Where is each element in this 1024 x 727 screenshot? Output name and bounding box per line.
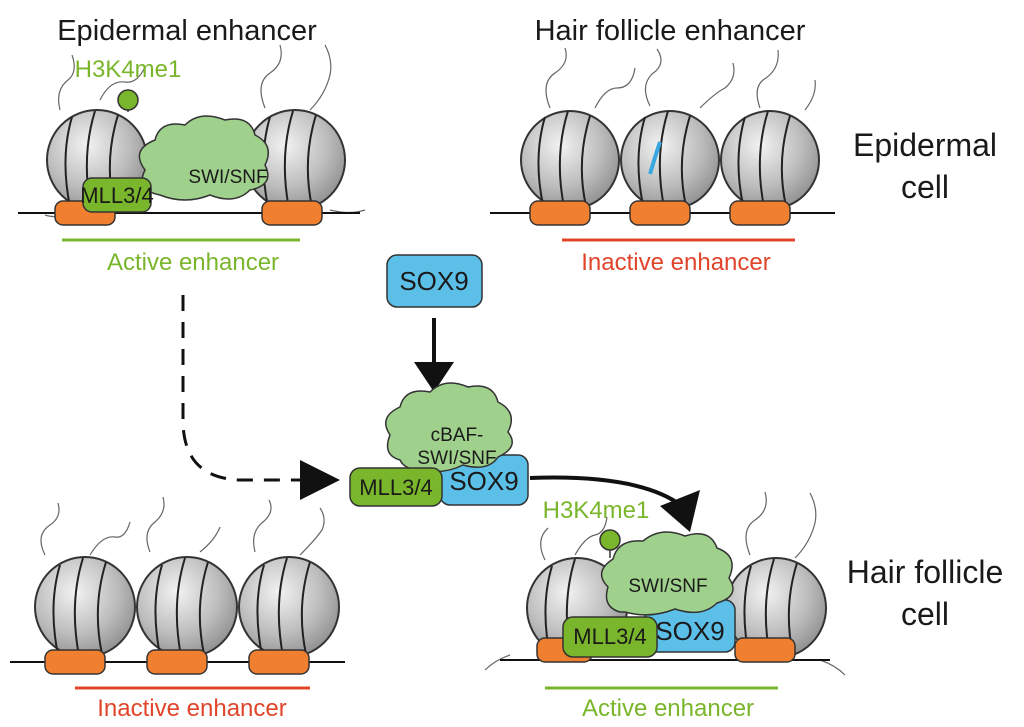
top-left-chromatin: H3K4me1 SWI/SNF MLL3/4 Active enhancer [18,44,366,276]
middle-complex: SOX9 cBAF- SWI/SNF MLL3/4 [349,382,529,507]
mll-mid [349,467,443,507]
cbaf-swi-snf-complex [385,382,513,473]
mll-mid-label: MLL3/4 [359,475,432,500]
nucleosome [520,110,620,210]
enhancer-state-top-left: Active enhancer [107,249,279,276]
dna-wrap [52,557,107,657]
cell-label-hair-follicle-2: cell [901,596,949,632]
sox9-motif-highlight [648,141,662,175]
histone-tails [545,47,816,111]
swi-snf-complex-bottom [600,531,734,616]
bottom-left-chromatin: Inactive enhancer [10,496,345,722]
histone-tail-block [629,200,691,226]
curved-arrow [529,475,684,508]
arrow-head [414,362,454,392]
enhancer-state-bottom-left: Inactive enhancer [97,695,286,722]
enhancer-state-top-right: Inactive enhancer [581,249,770,276]
h3k4me1-dot [117,89,139,111]
sox9-factor-box [386,254,483,308]
enhancer-state-bottom-right: Active enhancer [582,695,754,722]
dashed-arrow [181,295,305,482]
dna-wrap [256,557,311,657]
nucleosome [720,110,820,210]
mll-label-top: MLL3/4 [80,183,153,208]
swi-snf-label-top: SWI/SNF [188,167,267,188]
mll-bottom-label: MLL3/4 [573,624,646,649]
cbaf-label-2: SWI/SNF [417,448,496,469]
dna-wrap [737,110,791,208]
curved-arrow-head [660,490,700,532]
bottom-right-chromatin: SOX9 SWI/SNF MLL3/4 H3K4me1 Active enhan… [484,491,846,722]
top-right-chromatin: Inactive enhancer [490,47,835,276]
dashed-arrow-head [300,460,340,500]
sox9-mid-label: SOX9 [449,466,518,496]
dna-wrap [154,557,209,657]
histone-tail-block [44,649,106,675]
swi-snf-label-bottom: SWI/SNF [628,576,707,597]
cell-label-epidermal: Epidermal [853,127,997,163]
cell-label-epidermal-2: cell [901,169,949,205]
title-hair-follicle-enhancer: Hair follicle enhancer [535,15,806,47]
title-epidermal-enhancer: Epidermal enhancer [57,15,317,47]
h3k4me1-label-top: H3K4me1 [75,56,182,83]
mll-complex [82,177,152,213]
sox9-factor-label: SOX9 [399,266,468,296]
mll-bottom [562,616,658,658]
histone-tail-block [729,200,791,226]
nucleosome [136,556,238,658]
nucleosome [34,556,136,658]
dna-wrap [537,110,591,208]
histone-tail-block [248,649,310,675]
histone-tail-block [529,200,591,226]
histone-tails [40,496,325,556]
cbaf-label-1: cBAF- [431,425,484,446]
h3k4me1-label-bottom: H3K4me1 [543,497,650,524]
cell-label-hair-follicle: Hair follicle [847,554,1003,590]
swi-snf-complex [138,115,270,201]
histone-tail-block [261,200,323,226]
dna-wrap [637,110,691,208]
nucleosome [238,556,340,658]
nucleosome [620,110,720,210]
histone-tails [484,491,846,676]
histone-tail-block [146,649,208,675]
sox9-bottom-label: SOX9 [655,616,724,646]
histone-tail-block [734,637,796,663]
h3k4me1-dot [599,529,621,551]
